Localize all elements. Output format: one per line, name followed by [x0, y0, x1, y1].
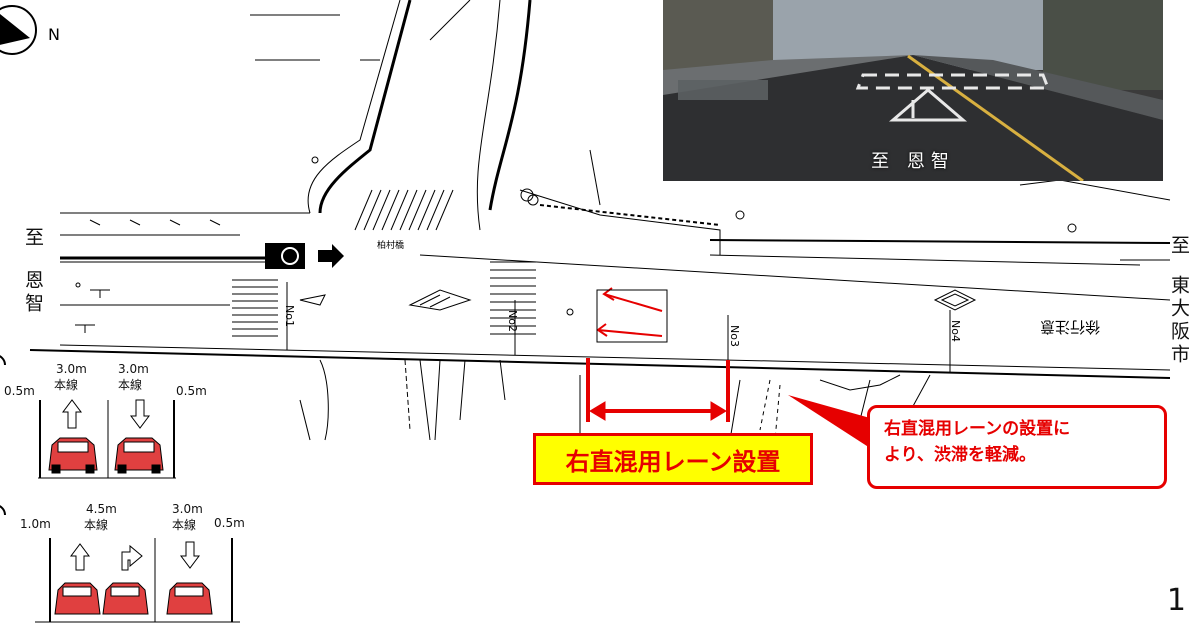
- station-lines: [286, 282, 951, 372]
- section2-lane1-width: 4.5m: [86, 502, 117, 516]
- left-destination: 恩智: [22, 270, 44, 316]
- section1-lane1-name: 本線: [54, 378, 79, 392]
- right-straight-lane-arrows: [596, 287, 663, 337]
- camera-direction-arrow-icon: [318, 244, 344, 268]
- down-arrow-icon: [180, 541, 200, 569]
- north-mark: N: [48, 25, 60, 44]
- crosswalk-west: [232, 279, 278, 337]
- car-icon: [48, 437, 98, 474]
- callout-line-1: 右直混用レーンの設置に: [884, 419, 1071, 439]
- section1-lane2-width: 3.0m: [118, 362, 149, 376]
- up-arrow-icon: [70, 543, 90, 571]
- right-destination-prefix: 至: [1168, 235, 1189, 258]
- right-turn-arrow-icon: [121, 544, 143, 571]
- section1-left-margin: 0.5m: [4, 384, 35, 398]
- camera-icon: [265, 243, 305, 269]
- left-destination-prefix: 至: [22, 227, 44, 250]
- station-no1: No1: [283, 305, 296, 327]
- car-icon: [102, 582, 149, 615]
- t-markings: [75, 219, 221, 333]
- congestion-callout: 右直混用レーンの設置に より、渋滞を軽減。: [867, 405, 1167, 489]
- car-icon: [54, 582, 101, 615]
- section1-right-margin: 0.5m: [176, 384, 207, 398]
- section1-lane2-name: 本線: [118, 378, 143, 392]
- bridge-name: 柏村橋: [377, 239, 404, 251]
- cross-section-2: [0, 505, 240, 623]
- lane-installation-label: 右直混用レーン設置: [533, 433, 813, 485]
- callout-line-2: より、渋滞を軽減。: [884, 445, 1036, 465]
- road-marking-text: 徐行注意: [1040, 318, 1100, 336]
- station-no3: No3: [728, 325, 741, 347]
- car-icon: [114, 437, 164, 474]
- road-edges: [29, 0, 1171, 379]
- station-labels: No1 No2 No3 No4: [283, 305, 962, 347]
- straight-right-arrow-icon: [62, 399, 82, 429]
- car-icon: [166, 582, 213, 615]
- section2-left-margin: 1.0m: [20, 517, 51, 531]
- down-arrow-icon: [130, 399, 150, 429]
- right-destination: 東大阪市: [1168, 275, 1189, 367]
- station-no4: No4: [949, 320, 962, 342]
- section2-lane2-width: 3.0m: [172, 502, 203, 516]
- site-photo: 至 恩智: [663, 0, 1163, 181]
- cross-section-1: [0, 355, 176, 479]
- crosswalk-north: [354, 189, 454, 231]
- section1-lane1-width: 3.0m: [56, 362, 87, 376]
- lane-extent-bracket: [586, 358, 730, 422]
- page-number: 1: [1166, 583, 1186, 618]
- lane-section-outline: [596, 289, 668, 343]
- utility-circles: [75, 156, 1077, 316]
- traffic-islands: [299, 289, 977, 311]
- crosswalk-east: [490, 261, 536, 335]
- section2-right-margin: 0.5m: [214, 516, 245, 530]
- section2-lane2-name: 本線: [172, 518, 197, 532]
- photo-caption: 至 恩智: [871, 151, 955, 172]
- station-no2: No2: [506, 310, 519, 332]
- side-structures: [299, 359, 931, 450]
- north-arrow-icon: N: [0, 5, 60, 55]
- callout-pointer: [788, 395, 870, 448]
- section2-lane1-name: 本線: [84, 518, 109, 532]
